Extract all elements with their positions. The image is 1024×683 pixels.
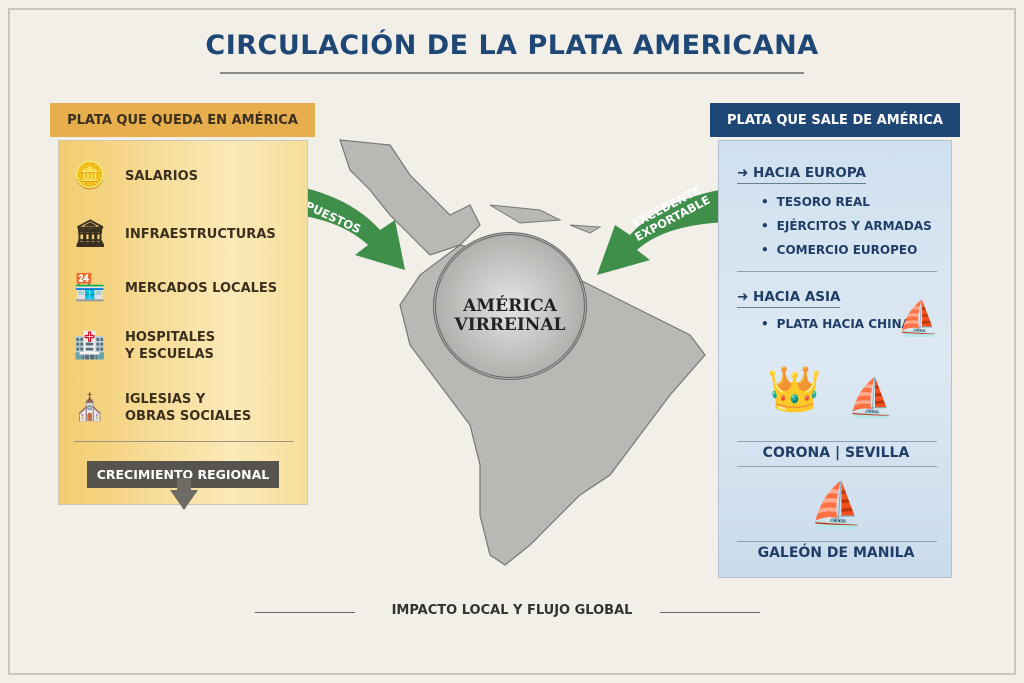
- asia-heading-text: HACIA ASIA: [753, 289, 841, 305]
- page-title: CIRCULACIÓN DE LA PLATA AMERICANA: [205, 30, 819, 61]
- footer-line-right: [660, 612, 760, 613]
- divider: [737, 441, 937, 442]
- galleon-icon: ⛵: [809, 480, 864, 531]
- list-item-iglesias: ⛪ IGLESIAS Y OBRAS SOCIALES: [69, 391, 252, 425]
- market-icon: 🏪: [73, 272, 107, 303]
- title-underline: [220, 72, 804, 74]
- list-item: PLATA HACIA CHINA: [761, 317, 911, 331]
- surplus-arrow: [597, 185, 750, 275]
- item-label: INFRAESTRUCTURAS: [125, 226, 276, 242]
- regional-growth-badge: CRECIMIENTO REGIONAL: [87, 461, 279, 488]
- item-label: HOSPITALES Y ESCUELAS: [125, 329, 215, 363]
- europe-heading: ➜ HACIA EUROPA: [737, 165, 866, 184]
- arrow-right-icon: ➜: [737, 165, 754, 181]
- manila-galleon-caption: GALEÓN DE MANILA: [757, 545, 915, 561]
- list-item-mercados: 🏪 MERCADOS LOCALES: [69, 271, 277, 305]
- list-item: COMERCIO EUROPEO: [761, 243, 918, 257]
- item-label-line1: HOSPITALES: [125, 330, 216, 345]
- arrow-right-icon: ➜: [737, 289, 754, 305]
- corona-sevilla-caption: CORONA | SEVILLA: [762, 445, 910, 461]
- list-item: EJÉRCITOS Y ARMADAS: [761, 219, 932, 233]
- map-caribbean: [489, 204, 602, 234]
- left-panel: 🪙 SALARIOS 🏛 INFRAESTRUCTURAS 🏪 MERCADOS LO…: [58, 140, 308, 505]
- crown-icon: 👑: [767, 364, 822, 415]
- divider: [74, 441, 294, 442]
- coin-label-line2: VIRREINAL: [454, 315, 566, 335]
- ship-icon: ⛵: [897, 299, 940, 339]
- divider: [737, 271, 937, 272]
- coin-label-line1: AMÉRICA: [463, 296, 557, 316]
- europe-heading-text: HACIA EUROPA: [753, 165, 866, 181]
- list-item-hospitales: 🏥 HOSPITALES Y ESCUELAS: [69, 329, 215, 363]
- silver-coin: [433, 232, 587, 380]
- divider: [737, 541, 937, 542]
- item-label: MERCADOS LOCALES: [125, 280, 278, 296]
- asia-heading: ➜ HACIA ASIA: [737, 289, 841, 308]
- item-label-line2: Y ESCUELAS: [125, 347, 214, 362]
- left-panel-header: PLATA QUE QUEDA EN AMÉRICA: [50, 103, 315, 137]
- list-item: TESORO REAL: [761, 195, 870, 209]
- page-frame: [8, 8, 1016, 675]
- divider: [737, 466, 937, 467]
- right-panel: ➜ HACIA EUROPA TESORO REAL EJÉRCITOS Y A…: [718, 140, 952, 578]
- right-panel-header: PLATA QUE SALE DE AMÉRICA: [710, 103, 960, 137]
- coins-hand-icon: 🪙: [73, 160, 107, 191]
- down-arrow-stem: [177, 478, 191, 492]
- item-label-line2: OBRAS SOCIALES: [125, 409, 252, 424]
- list-item-salarios: 🪙 SALARIOS: [69, 159, 198, 193]
- item-label: SALARIOS: [125, 168, 199, 184]
- footer-caption: IMPACTO LOCAL Y FLUJO GLOBAL: [391, 603, 633, 618]
- ship-icon: ⛵: [847, 376, 895, 420]
- down-arrow-icon: [170, 490, 198, 510]
- item-label-line1: IGLESIAS Y: [125, 392, 206, 407]
- church-icon: ⛪: [73, 392, 107, 423]
- infrastructure-icon: 🏛: [73, 218, 107, 249]
- hospital-icon: 🏥: [73, 330, 107, 361]
- footer-line-left: [255, 612, 355, 613]
- item-label: IGLESIAS Y OBRAS SOCIALES: [125, 391, 251, 425]
- surplus-arrow-shape: [597, 185, 750, 275]
- list-item-infraestructuras: 🏛 INFRAESTRUCTURAS: [69, 217, 276, 251]
